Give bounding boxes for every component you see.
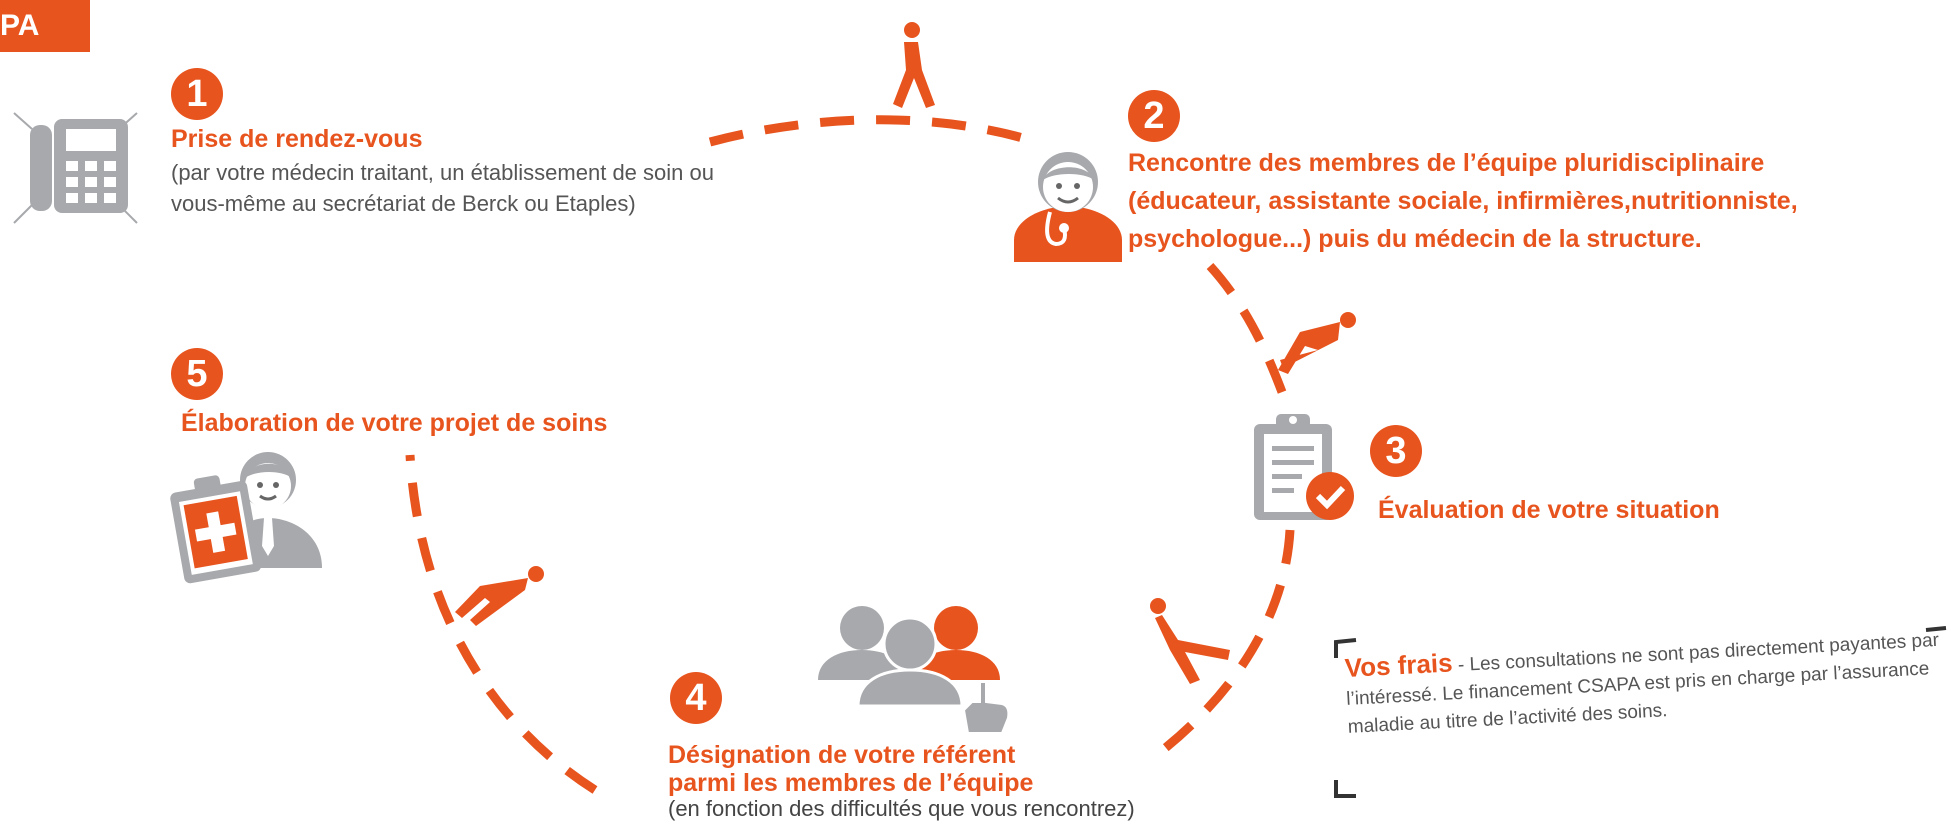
step-5-number: 5 [171, 348, 223, 400]
step-2-title-line3: psychologue...) puis du médecin de la st… [1128, 225, 1702, 253]
step-3-number: 3 [1370, 425, 1422, 477]
team-icon [818, 606, 1010, 733]
path-segment-2-3 [1206, 262, 1290, 402]
path-segment-3-4 [1147, 529, 1295, 764]
step-3-title: Évaluation de votre situation [1378, 496, 1720, 524]
phone-icon [13, 112, 138, 224]
header-tag: PA [0, 0, 90, 52]
doctor-icon [1014, 152, 1122, 262]
step-1-title: Prise de rendez-vous [171, 125, 423, 153]
walker-icon [455, 566, 544, 626]
step-1-desc-line1: (par votre médecin traitant, un établiss… [171, 160, 714, 185]
costs-corner-brackets [1334, 626, 1947, 798]
header-tag-label: PA [0, 9, 40, 42]
step-4-title-line2: parmi les membres de l’équipe [668, 769, 1034, 797]
step-4-desc: (en fonction des difficultés que vous re… [668, 796, 1135, 821]
walker-icon [1278, 312, 1356, 374]
step-5-title: Élaboration de votre projet de soins [181, 409, 608, 437]
step-1-number: 1 [171, 68, 223, 120]
step-4-number: 4 [670, 672, 722, 724]
walker-icon [893, 22, 935, 108]
step-1-desc-line2: vous-même au secrétariat de Berck ou Eta… [171, 191, 636, 216]
care-plan-icon [170, 452, 322, 584]
costs-title: Vos frais [1343, 647, 1454, 683]
step-4-title-line1: Désignation de votre référent [668, 741, 1016, 769]
costs-box: Vos frais - Les consultations ne sont pa… [1322, 620, 1951, 800]
clipboard-check-icon [1254, 414, 1354, 520]
step-2-number: 2 [1128, 90, 1180, 142]
step-2-title-line2: (éducateur, assistante sociale, infirmiè… [1128, 187, 1798, 215]
walker-icon [1150, 598, 1230, 684]
path-segment-1-2 [708, 115, 1032, 147]
step-2-title-line1: Rencontre des membres de l’équipe plurid… [1128, 149, 1765, 177]
path-segment-4-5 [405, 454, 598, 794]
